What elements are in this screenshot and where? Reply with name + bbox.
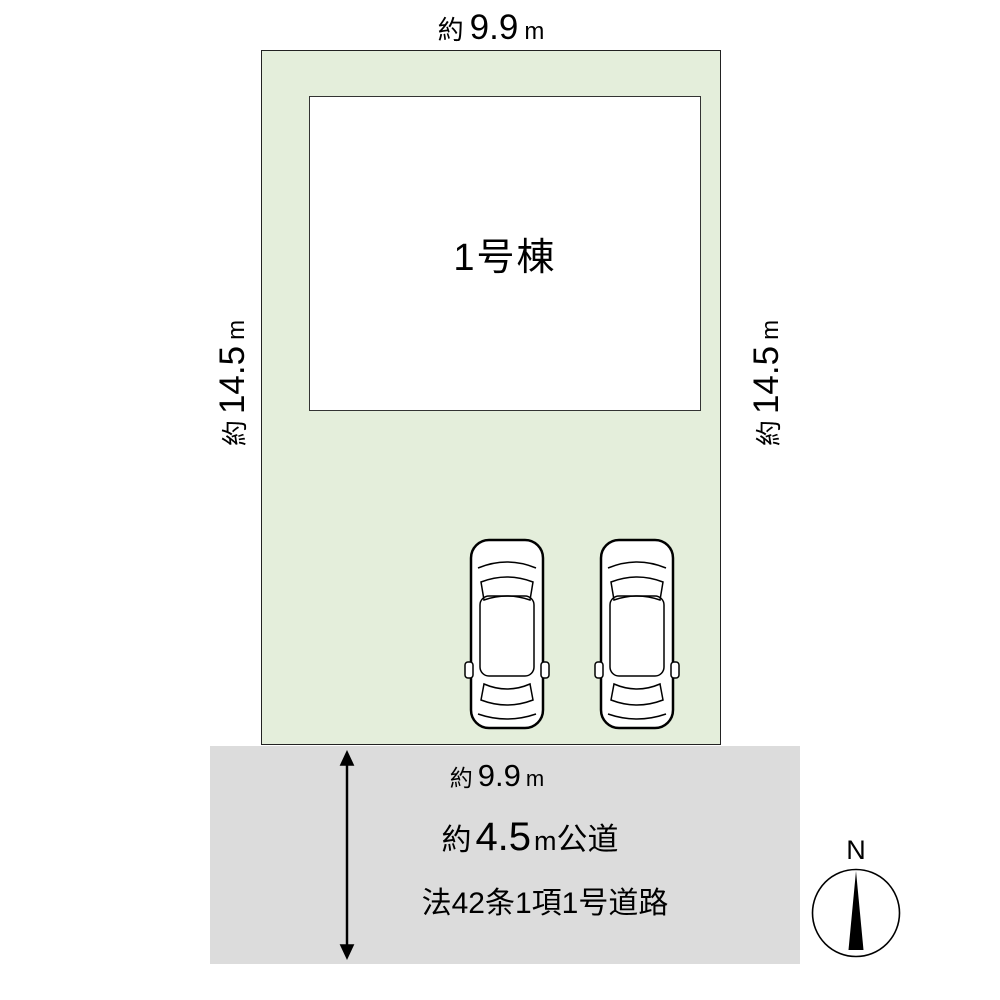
- building-outline: 1号棟: [309, 96, 701, 411]
- dimension-unit: m: [223, 319, 250, 340]
- dimension-prefix: 約: [437, 15, 464, 45]
- dimension-prefix: 約: [754, 420, 784, 447]
- road-width-arrow-icon: [339, 750, 355, 960]
- road-type-suffix: 公道: [556, 822, 619, 857]
- dimension-unit: m: [525, 766, 545, 791]
- compass-icon: [811, 868, 901, 958]
- compass: N: [810, 833, 902, 959]
- dimension-unit: m: [534, 826, 557, 856]
- dimension-prefix: 約: [449, 765, 473, 791]
- dimension-unit: m: [524, 18, 545, 45]
- dimension-value: 9.9: [469, 8, 519, 47]
- dimension-prefix: 約: [220, 420, 250, 447]
- dimension-value: 14.5: [747, 345, 786, 415]
- car-top-view-icon: [464, 534, 550, 734]
- dimension-unit: m: [757, 319, 784, 340]
- compass-north-label: N: [846, 835, 866, 865]
- car-top-view-icon: [594, 534, 680, 734]
- right-depth-dimension: 約 14.5 m: [747, 320, 787, 446]
- dimension-value: 9.9: [477, 758, 521, 793]
- road-law-label: 法42条1項1号道路: [421, 887, 669, 920]
- building-label: 1号棟: [453, 237, 557, 279]
- dimension-value: 4.5: [475, 815, 532, 859]
- land-parcel: 1号棟: [261, 50, 721, 745]
- dimension-value: 14.5: [213, 345, 252, 415]
- dimension-prefix: 約: [441, 824, 472, 857]
- left-depth-dimension: 約 14.5 m: [213, 320, 253, 446]
- compass-needle: [848, 871, 864, 950]
